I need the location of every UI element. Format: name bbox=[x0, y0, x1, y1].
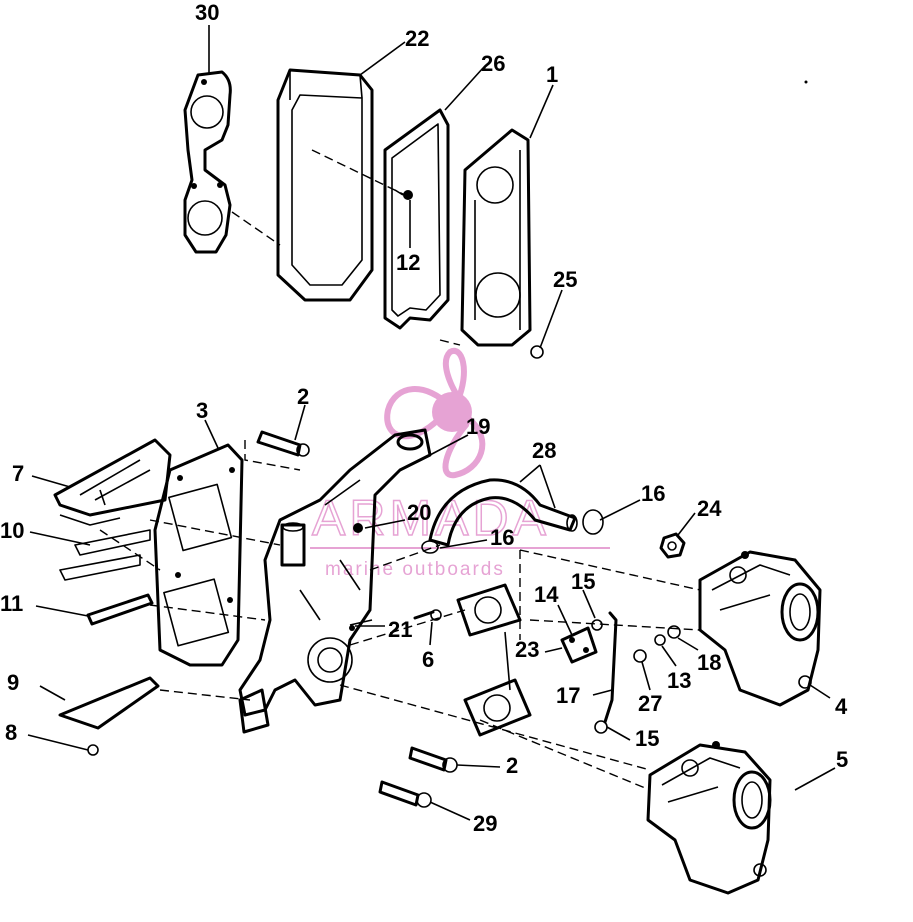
callout-25: 25 bbox=[553, 267, 577, 292]
callout-11: 11 bbox=[0, 591, 23, 616]
callout-22: 22 bbox=[405, 26, 429, 51]
part-bolt-29 bbox=[378, 780, 432, 808]
leader-lines bbox=[27, 25, 836, 821]
part-carburetor-5 bbox=[646, 741, 772, 895]
callout-6: 6 bbox=[422, 647, 434, 672]
callout-18: 18 bbox=[697, 650, 721, 675]
callout-2-bottom: 2 bbox=[506, 753, 518, 778]
watermark-tagline: marine outboards bbox=[325, 559, 505, 580]
callout-16-right: 16 bbox=[641, 481, 665, 506]
part-stop-11 bbox=[86, 593, 154, 626]
callout-5: 5 bbox=[836, 747, 848, 772]
callout-30: 30 bbox=[195, 0, 219, 25]
callout-16-center: 16 bbox=[490, 525, 514, 550]
callout-29: 29 bbox=[473, 811, 497, 836]
callout-21: 21 bbox=[388, 617, 412, 642]
part-hose-28 bbox=[428, 478, 578, 547]
part-screw-8 bbox=[87, 744, 99, 756]
part-stud-21 bbox=[349, 619, 373, 631]
part-screw-12 bbox=[394, 189, 413, 200]
callout-1: 1 bbox=[546, 62, 558, 87]
callout-9: 9 bbox=[7, 670, 19, 695]
part-screw-6 bbox=[413, 609, 442, 621]
part-carb-gasket-upper bbox=[456, 583, 522, 637]
part-link-17 bbox=[603, 611, 618, 724]
callout-10: 10 bbox=[0, 518, 24, 543]
part-reed-block-7 bbox=[53, 438, 172, 526]
armada-logo: ARMADA marine outboards bbox=[310, 347, 610, 580]
callout-labels: 30 22 26 1 12 25 3 2 19 28 16 24 7 10 20… bbox=[0, 0, 848, 836]
part-fitting-15-top bbox=[591, 619, 603, 631]
callout-27: 27 bbox=[638, 691, 662, 716]
part-bolt-2-top bbox=[256, 430, 310, 457]
callout-17: 17 bbox=[556, 683, 580, 708]
callout-12: 12 bbox=[396, 250, 420, 275]
part-plate-1 bbox=[460, 128, 532, 347]
callout-8: 8 bbox=[5, 720, 17, 745]
part-gasket-26 bbox=[383, 108, 450, 330]
part-nut-18 bbox=[667, 625, 681, 639]
part-plate-9 bbox=[58, 676, 160, 730]
callout-15-top: 15 bbox=[571, 569, 595, 594]
part-cover-22 bbox=[276, 68, 374, 302]
callout-20: 20 bbox=[407, 500, 431, 525]
callout-19: 19 bbox=[466, 414, 490, 439]
part-manifold-19 bbox=[238, 428, 432, 734]
callout-4: 4 bbox=[835, 694, 848, 719]
part-nut-24 bbox=[659, 532, 686, 559]
part-clamp-16-a bbox=[582, 509, 604, 535]
callout-28: 28 bbox=[532, 438, 556, 463]
callout-23: 23 bbox=[515, 637, 539, 662]
callout-13: 13 bbox=[667, 668, 691, 693]
callout-26: 26 bbox=[481, 51, 505, 76]
part-reeds-10 bbox=[59, 529, 151, 581]
part-screw-25 bbox=[530, 345, 544, 359]
callout-2-top: 2 bbox=[297, 384, 309, 409]
part-carburetor-4 bbox=[698, 550, 822, 707]
callout-24: 24 bbox=[697, 496, 722, 521]
part-gasket-3 bbox=[153, 443, 244, 667]
part-carb-gasket-lower bbox=[463, 678, 532, 737]
part-clamp-16-b bbox=[421, 540, 439, 554]
callout-7: 7 bbox=[12, 461, 24, 486]
callout-3: 3 bbox=[196, 398, 208, 423]
callout-14: 14 bbox=[534, 582, 559, 607]
part-washer-13 bbox=[654, 634, 666, 646]
part-screw-27 bbox=[633, 649, 647, 663]
part-gasket-30 bbox=[183, 70, 232, 254]
part-fitting-20 bbox=[353, 523, 363, 533]
part-bracket-14 bbox=[560, 626, 598, 664]
callout-15-bottom: 15 bbox=[635, 726, 659, 751]
part-bolt-2-bottom bbox=[408, 746, 458, 773]
